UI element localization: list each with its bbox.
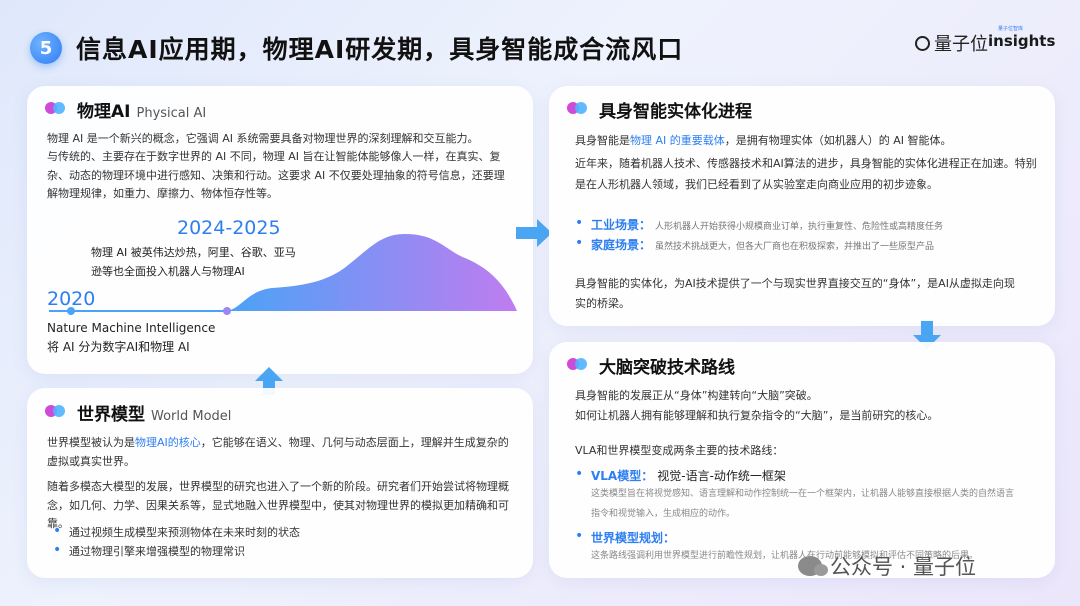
timeline-dot-2020 [67,307,75,315]
embodied-description: 近年来，随着机器人技术、传感器技术和AI算法的进步，具身智能的实体化进程正在加速… [575,157,1037,191]
card-dots-icon [45,102,67,114]
physical-ai-description: 与传统的、主要存在于数字世界的 AI 不同，物理 AI 旨在让智能体能够像人一样… [47,150,505,200]
world-model-intro: 世界模型被认为是物理AI的核心，它能够在语义、物理、几何与动态层面上，理解并生成… [47,436,509,468]
embodied-intelligence-card: 具身智能实体化进程 具身智能是物理 AI 的重要载体，是拥有物理实体（如机器人）… [549,86,1055,326]
card-dots-icon [45,405,67,417]
qbitai-logo-text: 量子位 [934,34,988,55]
world-model-bullet: 通过物理引擎来增强模型的物理常识 [53,542,245,559]
vla-route-description: 这类模型旨在将视觉感知、语言理解和动作控制统一在一个框架内，让机器人能够直接根据… [591,489,1015,519]
world-model-route: 世界模型规划： [575,528,679,546]
up-arrow-icon [255,367,283,395]
year-2024-event: 物理 AI 被英伟达炒热，阿里、谷歌、亚马逊等也全面投入机器人与物理AI [91,246,296,278]
timeline-area-chart [49,234,517,315]
timeline-area [227,234,517,311]
brain-intro: 具身智能的发展正从“身体”构建转向“大脑”突破。 [575,389,818,402]
page-title: 信息AI应用期，物理AI研发期，具身智能成合流风口 [76,35,684,64]
highlight-text: 物理 AI 的重要载体 [630,134,725,147]
embodied-conclusion: 具身智能的实体化，为AI技术提供了一个与现实世界直接交互的“身体”，是AI从虚拟… [575,277,1015,310]
vla-route: VLA模型：视觉-语言-动作统一框架 [575,466,786,484]
embodied-intro: 具身智能是物理 AI 的重要载体，是拥有物理实体（如机器人）的 AI 智能体。 [575,134,952,147]
timeline-dot-2024 [223,307,231,315]
wechat-icon [798,556,828,576]
scene-industrial: 工业场景：人形机器人开始获得小规模商业订单，执行重复性、危险性或高精度任务 [575,215,943,233]
card-title-en: Physical AI [136,106,207,121]
card-title-en: World Model [151,409,232,424]
physical-ai-intro: 物理 AI 是一个新兴的概念，它强调 AI 系统需要具备对物理世界的深刻理解和交… [47,132,479,145]
watermark-text: 公众号 · 量子位 [830,555,977,579]
section-number-badge: 5 [30,32,62,64]
brain-routes-intro: VLA和世界模型变成两条主要的技术路线： [575,444,784,457]
qbitai-ring-icon [915,35,930,51]
insights-logo-small: 量子位智库 [998,26,1024,32]
qbitai-logo: 量子位 [915,30,988,56]
year-2020-label: 2020 [47,288,96,310]
highlight-text: 物理AI的核心 [135,436,201,449]
year-2024-label: 2024-2025 [177,217,281,239]
world-model-bullet: 通过视频生成模型来预测物体在未来时刻的状态 [53,523,300,540]
card-title: 具身智能实体化进程 [599,102,752,122]
card-dots-icon [567,358,589,370]
card-dots-icon [567,102,589,114]
right-arrow-icon [516,219,552,247]
brain-core-question: 如何让机器人拥有能够理解和执行复杂指令的“大脑”，是当前研究的核心。 [575,409,939,422]
card-title: 大脑突破技术路线 [599,358,735,378]
scene-home: 家庭场景：虽然技术挑战更大，但各大厂商也在积极探索，并推出了一些原型产品 [575,235,934,253]
vla-route-title: 视觉-语言-动作统一框架 [657,469,786,483]
brain-breakthrough-card: 大脑突破技术路线 具身智能的发展正从“身体”构建转向“大脑”突破。 如何让机器人… [549,342,1055,578]
watermark: 公众号 · 量子位 [798,551,976,581]
insights-logo-text: insights [988,32,1056,50]
year-2020-event-line2: 将 AI 分为数字AI和物理 AI [47,340,190,354]
world-model-route-description: 这条路线强调利用世界模型进行前瞻性规划，让机器人在行动前能够模拟和评估不同策略的… [591,551,979,561]
year-2020-event-line1: Nature Machine Intelligence [47,321,216,335]
world-model-description: 随着多模态大模型的发展，世界模型的研究也进入了一个新的阶段。研究者们开始尝试将物… [47,480,509,530]
